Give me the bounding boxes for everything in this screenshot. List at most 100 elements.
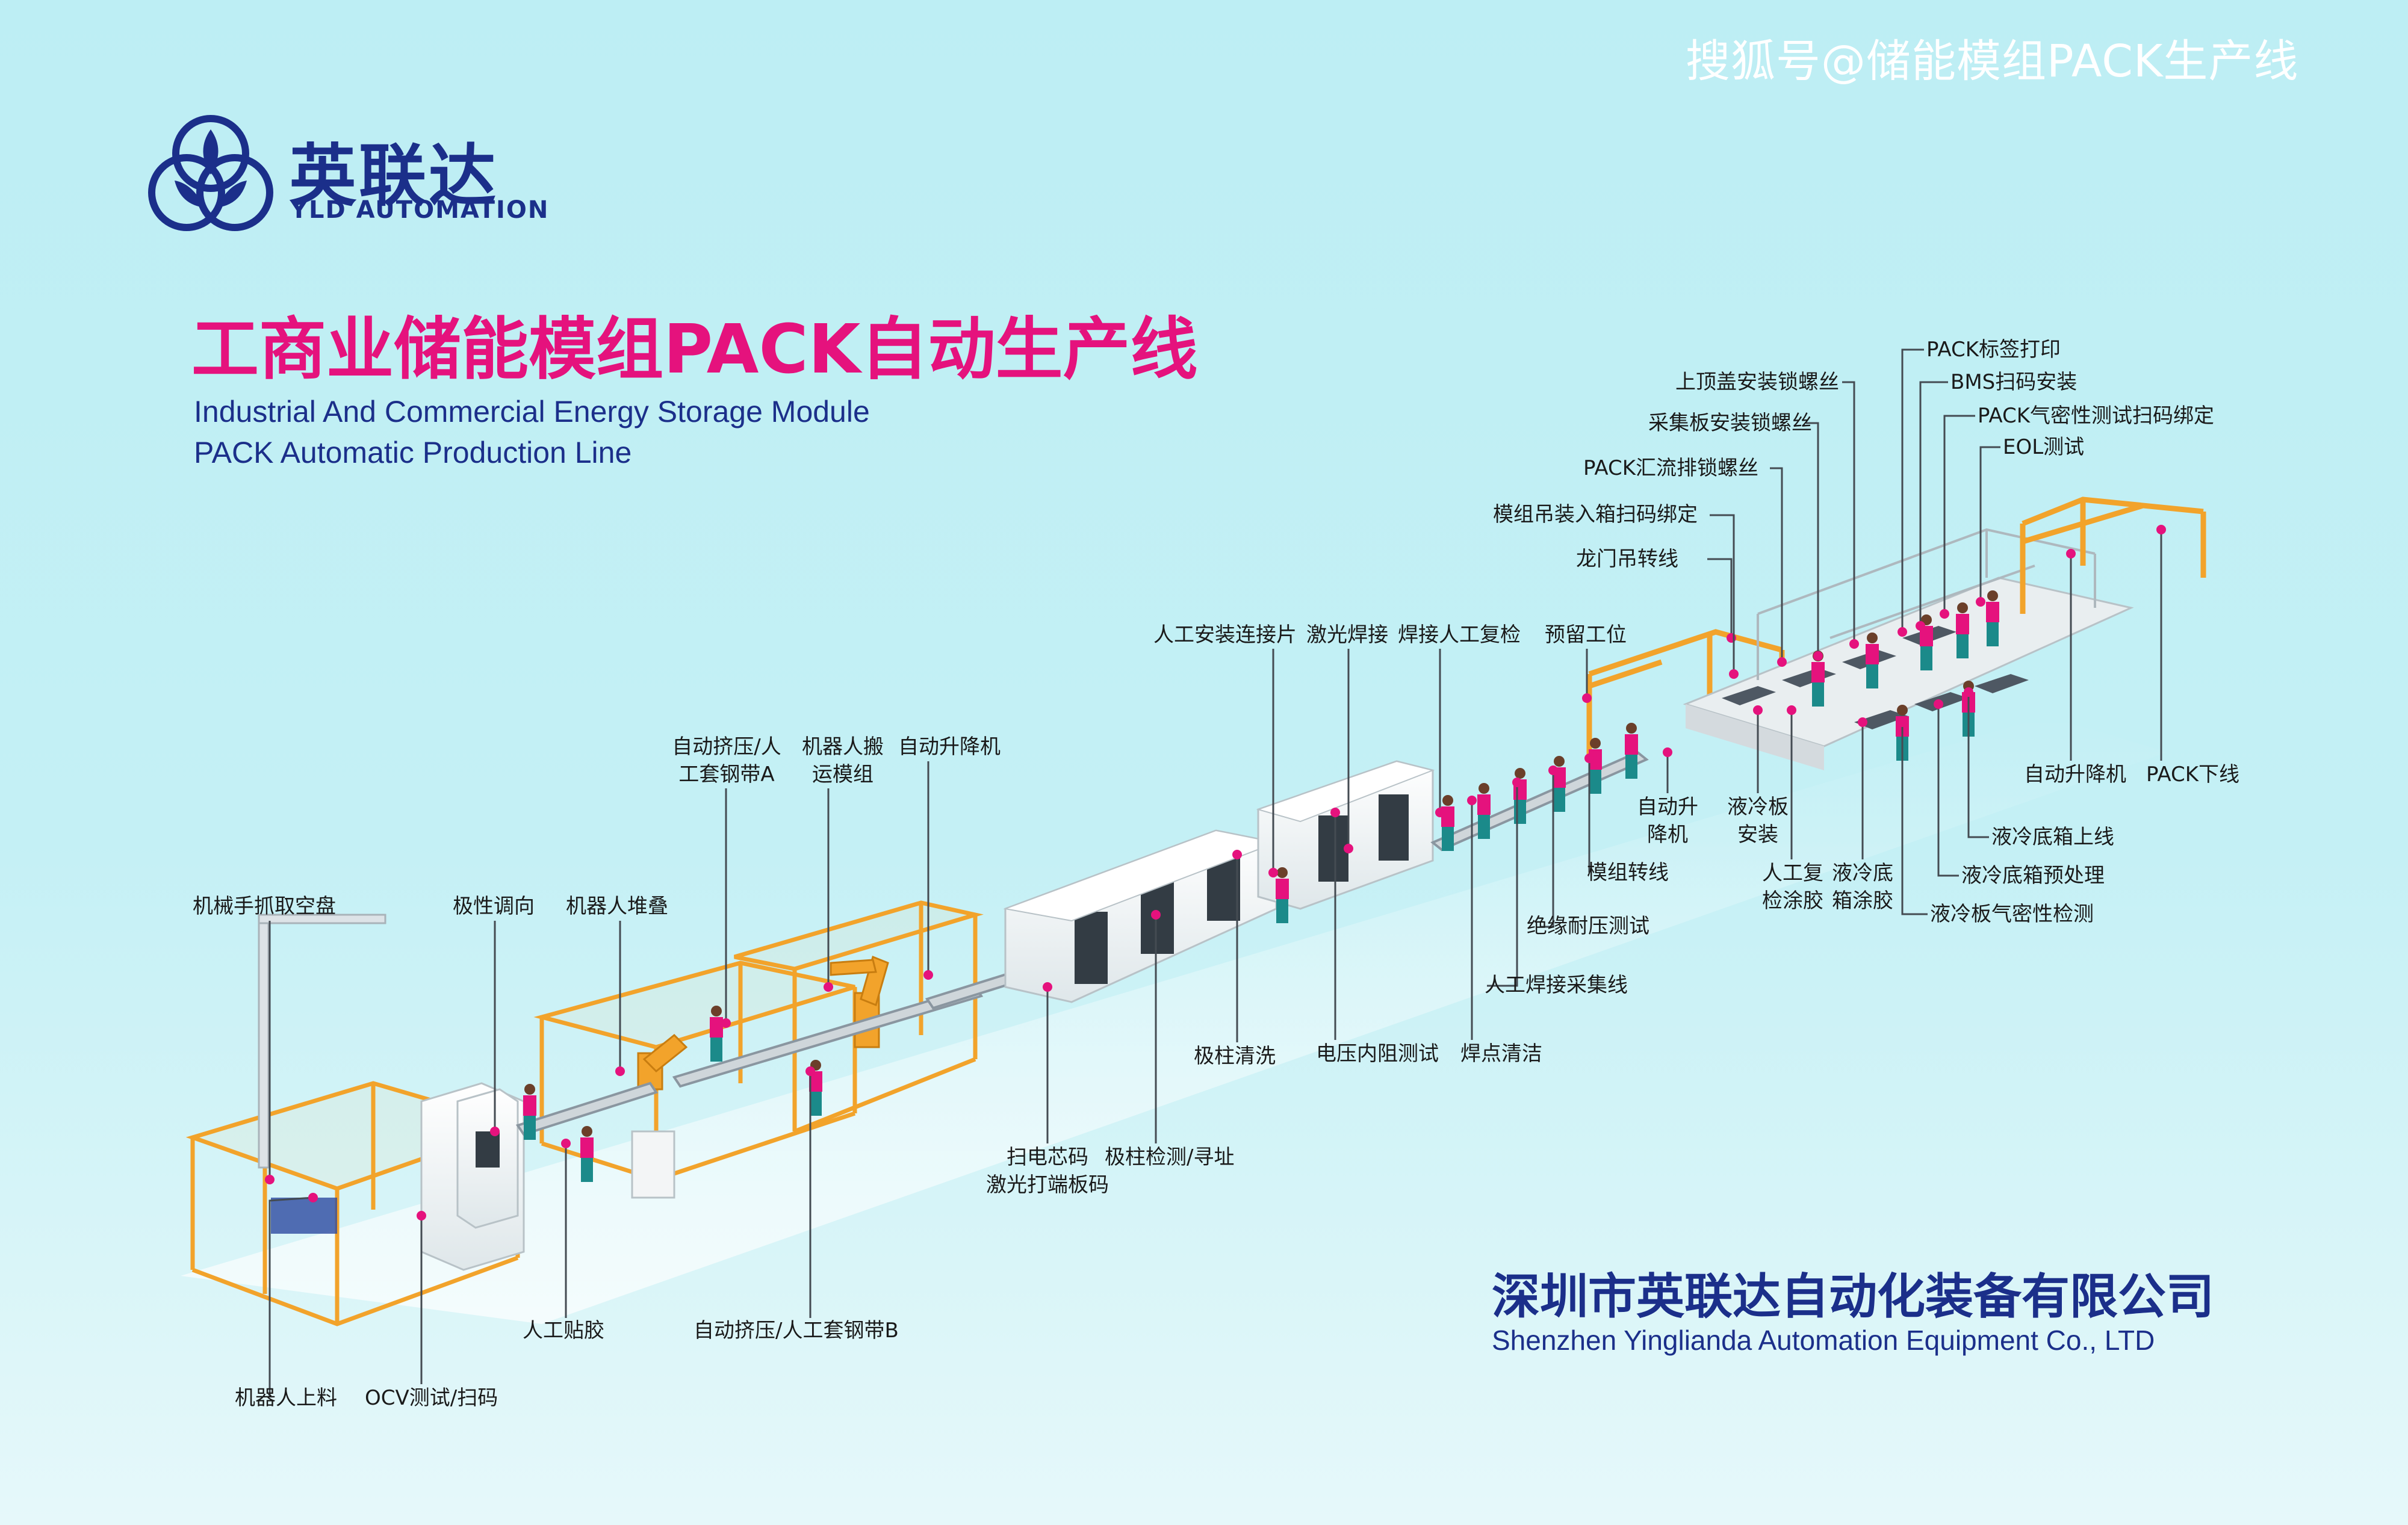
gantry-pole xyxy=(258,914,386,1169)
leader-dot xyxy=(1777,657,1787,667)
leader-dot xyxy=(1753,705,1763,715)
small-conveyor xyxy=(1430,750,1649,852)
station-label: 液冷板 xyxy=(1727,795,1789,819)
station-label: 工套钢带A xyxy=(678,762,775,787)
station-label: OCV测试/扫码 xyxy=(365,1386,498,1410)
final-gantry xyxy=(2020,496,2206,614)
leader-line xyxy=(1710,514,1735,674)
leader-line xyxy=(1707,558,1733,638)
assembly-frame xyxy=(1757,528,2096,680)
leader-dot xyxy=(1548,766,1558,775)
leader-dot xyxy=(1916,621,1925,631)
station-label: 液冷底箱上线 xyxy=(1991,825,2114,849)
station-label: 检涂胶 xyxy=(1762,889,1823,913)
station-label: BMS扫码安装 xyxy=(1950,370,2078,394)
station-label: EOL测试 xyxy=(2003,435,2085,459)
leader-dot xyxy=(1467,796,1477,805)
leader-dot xyxy=(1849,639,1859,649)
leader-dot xyxy=(1813,651,1823,661)
station-label: 机械手抓取空盘 xyxy=(193,894,336,918)
leader-dot xyxy=(490,1127,500,1136)
station-label: 人工焊接采集线 xyxy=(1485,973,1628,997)
leader-dot xyxy=(1582,693,1592,703)
station-label: 绝缘耐压测试 xyxy=(1527,914,1649,938)
leader-dot xyxy=(1858,717,1867,727)
station-label: 预留工位 xyxy=(1545,623,1627,647)
leader-line xyxy=(1806,422,1819,656)
station-label: 龙门吊转线 xyxy=(1576,547,1678,571)
logo-leaf-icon xyxy=(175,129,247,208)
leader-dot xyxy=(1043,982,1052,992)
watermark: 搜狐号@储能模组PACK生产线 xyxy=(1686,36,2299,87)
leader-line xyxy=(1770,467,1783,662)
subtitle-line-1: Industrial And Commercial Energy Storage… xyxy=(194,395,870,428)
leader-dot xyxy=(1512,778,1522,787)
station-label: 模组吊装入箱扫码绑定 xyxy=(1493,503,1698,527)
leader-dot xyxy=(1976,597,1985,607)
station-label: 自动升 xyxy=(1637,795,1698,819)
leader-line xyxy=(1937,704,1959,877)
leader-dot xyxy=(1729,669,1739,679)
station-label: 液冷底箱预处理 xyxy=(1961,864,2105,888)
station-label: 自动升降机 xyxy=(2024,762,2126,787)
leader-line xyxy=(1919,381,1948,626)
leader-dot xyxy=(1268,868,1278,877)
station-label: 自动挤压/人工套钢带B xyxy=(694,1319,899,1343)
leader-dot xyxy=(1584,753,1594,763)
leader-dot xyxy=(824,982,833,992)
station-label: 激光焊接 xyxy=(1306,623,1388,647)
leader-line xyxy=(1901,348,1924,632)
brand-name-en: YLD AUTOMATION xyxy=(290,196,550,224)
laser-welding-machine xyxy=(1256,760,1435,910)
leader-dot xyxy=(1151,910,1161,920)
leader-dot xyxy=(1232,850,1242,859)
leader-dot xyxy=(1940,609,1949,619)
leader-dot xyxy=(1787,705,1796,715)
company-name-en: Shenzhen Yinglianda Automation Equipment… xyxy=(1492,1325,2155,1356)
leader-dot xyxy=(417,1211,426,1220)
leader-line xyxy=(1967,692,1989,838)
leader-line xyxy=(1541,770,1554,928)
company-name-cn: 深圳市英联达自动化装备有限公司 xyxy=(1492,1269,2214,1325)
leader-dot xyxy=(805,1066,815,1076)
leader-dot xyxy=(1663,747,1672,757)
station-label: 模组转线 xyxy=(1587,861,1669,885)
leader-dot xyxy=(1344,844,1353,853)
leader-dot xyxy=(615,1066,625,1076)
stacking-machine xyxy=(456,1088,519,1229)
page-title: 工商业储能模组PACK自动生产线 xyxy=(191,311,1198,389)
brand-name-cn: 英联达 xyxy=(289,137,498,215)
leader-dot xyxy=(561,1139,571,1148)
leader-dot xyxy=(1330,808,1340,817)
station-label: 机器人搬 xyxy=(802,735,884,759)
leader-dot xyxy=(1898,717,1907,727)
leader-line xyxy=(1487,782,1518,987)
station-label: 液冷板气密性检测 xyxy=(1930,902,2094,926)
station-label: 上顶盖安装锁螺丝 xyxy=(1675,370,1839,394)
station-label: PACK下线 xyxy=(2146,762,2240,787)
leader-lines xyxy=(265,348,2166,1396)
station-label: 人工安装连接片 xyxy=(1153,623,1297,647)
leader-dot xyxy=(1727,633,1736,643)
leader-line xyxy=(1842,381,1855,644)
leader-dot xyxy=(1435,808,1445,817)
station-label: 极性调向 xyxy=(453,894,535,918)
station-label: 人工复 xyxy=(1762,861,1823,885)
station-label: 极柱清洗 xyxy=(1194,1044,1276,1068)
leader-dot xyxy=(265,1175,275,1184)
conveyor-line xyxy=(515,967,1032,1136)
station-label: 自动升降机 xyxy=(898,735,1001,759)
leader-dot xyxy=(923,970,933,980)
station-label: 运模组 xyxy=(812,762,874,787)
robot-arm xyxy=(637,955,889,1090)
station-label: PACK气密性测试扫码绑定 xyxy=(1978,404,2215,428)
leader-line xyxy=(1901,722,1928,915)
station-label: 安装 xyxy=(1737,823,1778,847)
station-label: 扫电芯码 xyxy=(1007,1145,1088,1169)
station-label: 液冷底 xyxy=(1832,861,1893,885)
station-label: 降机 xyxy=(1647,823,1688,847)
station-label: 电压内阻测试 xyxy=(1316,1042,1439,1066)
station-label: 人工贴胶 xyxy=(523,1319,604,1343)
station-label: 激光打端板码 xyxy=(986,1173,1109,1197)
